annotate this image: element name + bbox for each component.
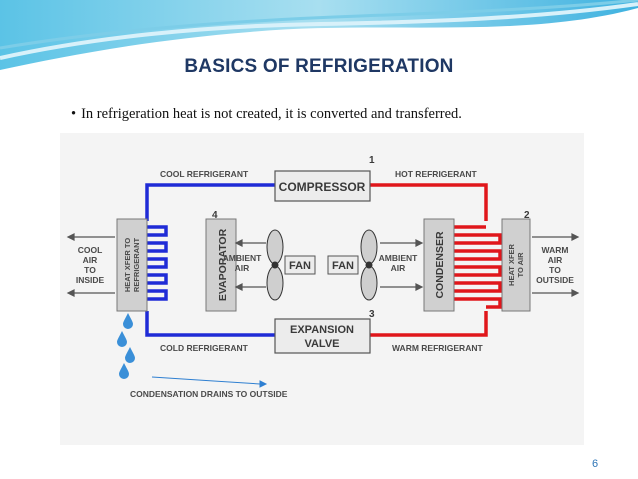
- bullet-dot: •: [71, 106, 77, 122]
- fan-left-label: FAN: [289, 260, 311, 272]
- condensation-drops-icon: [117, 313, 135, 379]
- condenser-heat-xfer-panel: [501, 218, 531, 312]
- cold-refrigerant-label: COLD REFRIGERANT: [160, 343, 249, 353]
- cool-refrigerant-label: COOL REFRIGERANT: [160, 169, 249, 179]
- step-number-2: 2: [524, 210, 530, 221]
- cool-air-label-line1: COOL: [78, 245, 103, 255]
- bullet-text-row: •In refrigeration heat is not created, i…: [71, 106, 462, 123]
- fan-right-icon: [360, 229, 378, 301]
- refrigeration-cycle-diagram: COMPRESSOR EXPANSION VALVE 1 2 3 4 COOL …: [60, 133, 584, 445]
- condensation-arrow: [151, 376, 268, 388]
- evaporator-label: EVAPORATOR: [217, 228, 229, 301]
- bullet-text: In refrigeration heat is not created, it…: [81, 106, 462, 122]
- condenser-panel: [423, 218, 455, 312]
- ambient-air-left-line2: AIR: [235, 263, 250, 273]
- warm-air-label-line3: TO: [549, 265, 561, 275]
- heat-xfer-to-air-line2: TO AIR: [516, 252, 525, 278]
- fan-left-box: [284, 255, 316, 275]
- ambient-air-arrows: [234, 239, 424, 291]
- heat-xfer-to-refrigerant-line1: HEAT XFER TO: [123, 238, 132, 292]
- ambient-air-right-line1: AMBIENT: [379, 253, 419, 263]
- warm-air-label-line2: AIR: [548, 255, 563, 265]
- page-number: 6: [592, 458, 599, 470]
- step-number-4: 4: [212, 210, 218, 221]
- fan-right-box: [327, 255, 359, 275]
- warm-air-arrows: [532, 233, 580, 297]
- expansion-valve-box: [274, 318, 371, 354]
- cool-air-label-line4: INSIDE: [76, 275, 105, 285]
- heat-xfer-to-air-line1: HEAT XFER: [507, 243, 516, 286]
- heat-xfer-to-refrigerant-line2: REFRIGERANT: [132, 238, 141, 293]
- warm-air-label-line4: OUTSIDE: [536, 275, 574, 285]
- slide-title: BASICS OF REFRIGERATION: [184, 56, 454, 77]
- condenser-label: CONDENSER: [434, 231, 446, 299]
- compressor-label: COMPRESSOR: [279, 180, 366, 194]
- evaporator-heat-xfer-panel: [116, 218, 148, 312]
- fan-left-icon: [266, 229, 284, 301]
- expansion-valve-label-line2: VALVE: [304, 338, 339, 350]
- ambient-air-left-line1: AMBIENT: [223, 253, 263, 263]
- warm-refrigerant-label: WARM REFRIGERANT: [392, 343, 483, 353]
- fan-right-label: FAN: [332, 260, 354, 272]
- cool-air-label-line3: TO: [84, 265, 96, 275]
- condensation-label: CONDENSATION DRAINS TO OUTSIDE: [130, 389, 288, 399]
- compressor-box: [274, 170, 371, 202]
- expansion-valve-label-line1: EXPANSION: [290, 324, 354, 336]
- warm-air-label-line1: WARM: [542, 245, 569, 255]
- ambient-air-right-line2: AIR: [391, 263, 406, 273]
- cool-air-arrows: [66, 233, 115, 297]
- step-number-1: 1: [369, 155, 375, 166]
- evaporator-panel: [205, 218, 237, 312]
- hot-refrigerant-label: HOT REFRIGERANT: [395, 169, 478, 179]
- header-wave-decoration: [0, 0, 638, 70]
- step-number-3: 3: [369, 309, 375, 320]
- cool-air-label-line2: AIR: [83, 255, 98, 265]
